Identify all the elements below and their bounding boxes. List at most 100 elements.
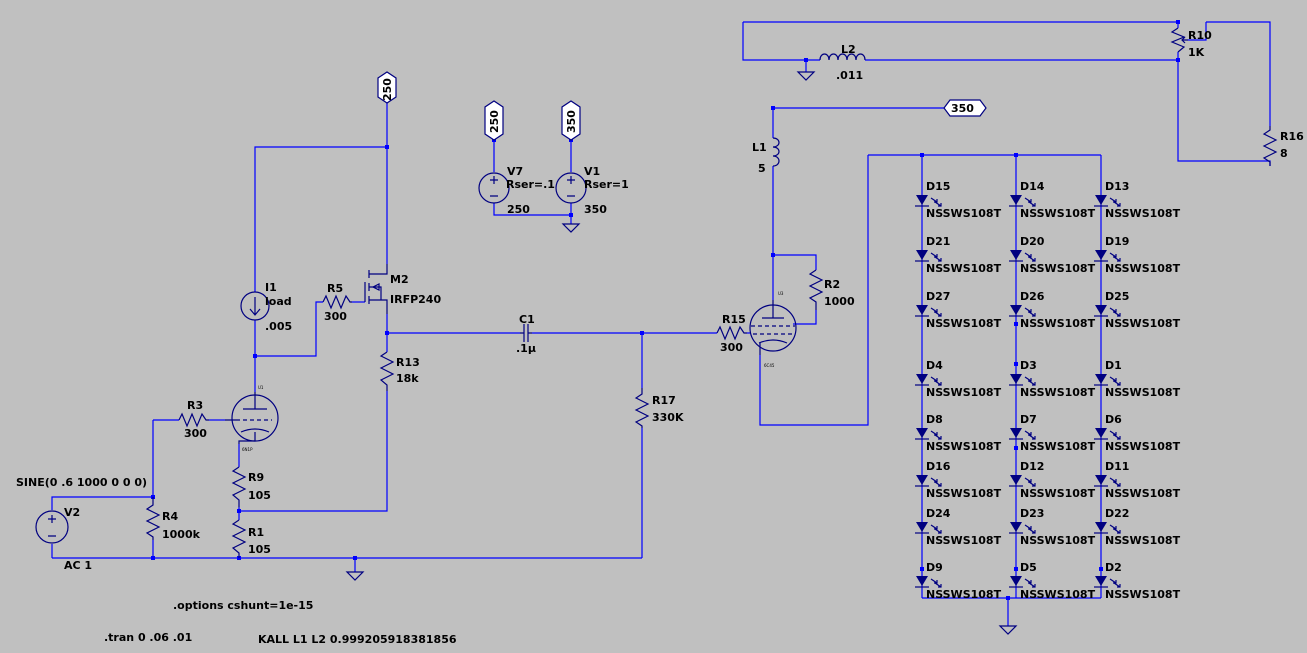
led-name: D7 [1020, 413, 1037, 426]
current-source-i1[interactable]: I1 load .005 [240, 281, 292, 333]
u1-tiny-label: U1 [258, 385, 264, 390]
net-flag-250-v7[interactable]: 250 [484, 100, 504, 141]
led-array: D15NSSWS108TD21NSSWS108TD27NSSWS108TD4NS… [915, 180, 1181, 601]
r4-name: R4 [162, 510, 178, 523]
led-model: NSSWS108T [926, 207, 1002, 220]
resistor-r1[interactable]: R1 105 [231, 519, 271, 558]
directive-options[interactable]: .options cshunt=1e-15 [173, 599, 313, 612]
triode-u1[interactable]: U1 6N1P [225, 385, 279, 452]
resistor-r15[interactable]: R15 300 [716, 313, 747, 354]
led-model: NSSWS108T [1105, 534, 1181, 547]
r10-value: 1K [1188, 46, 1205, 59]
directive-kall[interactable]: KALL L1 L2 0.999205918381856 [258, 633, 457, 646]
l1-value: 5 [758, 162, 766, 175]
resistor-r2[interactable]: R2 1000 [808, 269, 855, 310]
r15-name: R15 [722, 313, 746, 326]
led-model: NSSWS108T [926, 262, 1002, 275]
v1-name: V1 [584, 165, 600, 178]
led-model: NSSWS108T [1105, 317, 1181, 330]
resistor-r16[interactable]: R16 8 [1262, 126, 1304, 166]
led-name: D27 [926, 290, 950, 303]
led-name: D22 [1105, 507, 1129, 520]
led-model: NSSWS108T [1020, 534, 1096, 547]
inductor-l2[interactable]: L2 .011 [819, 43, 866, 82]
mosfet-m2[interactable]: M2 IRFP240 [364, 264, 441, 314]
r13-name: R13 [396, 356, 420, 369]
resistor-r4[interactable]: R4 1000k [145, 497, 201, 541]
net-flag-350-l1[interactable]: 350 [943, 99, 987, 117]
u3-model-tiny-label: 6C45 [764, 363, 775, 368]
pentode-u3[interactable]: U3 6C45 [749, 291, 797, 368]
r5-name: R5 [327, 282, 343, 295]
u1-model-tiny-label: 6N1P [242, 447, 253, 452]
voltage-source-v2[interactable]: SINE(0 .6 1000 0 0 0) V2 AC 1 [16, 476, 147, 572]
r9-name: R9 [248, 471, 264, 484]
r3-name: R3 [187, 399, 203, 412]
directive-tran[interactable]: .tran 0 .06 .01 [104, 631, 192, 644]
voltage-source-v7[interactable]: V7 Rser=.1 250 [478, 165, 555, 216]
led-model: NSSWS108T [1105, 487, 1181, 500]
r17-name: R17 [652, 394, 676, 407]
resistor-r13[interactable]: R13 18k [379, 351, 420, 391]
led-model: NSSWS108T [1105, 588, 1181, 601]
v2-name: V2 [64, 506, 80, 519]
led-name: D20 [1020, 235, 1045, 248]
resistor-r17[interactable]: R17 330K [634, 388, 684, 428]
u3-tiny-label: U3 [778, 291, 784, 296]
net-flag-250-m2[interactable]: 250 [377, 71, 397, 104]
net-label-text: 350 [565, 110, 578, 133]
led-name: D4 [926, 359, 943, 372]
r2-value: 1000 [824, 295, 855, 308]
resistor-r3[interactable]: R3 300 [178, 399, 209, 440]
inductor-l1[interactable]: L1 5 [752, 137, 780, 175]
led-model: NSSWS108T [1105, 207, 1181, 220]
led-model: NSSWS108T [1020, 207, 1096, 220]
r15-value: 300 [720, 341, 743, 354]
voltage-source-v1[interactable]: V1 Rser=1 350 [555, 165, 629, 216]
led-model: NSSWS108T [1020, 440, 1096, 453]
net-label-text: 350 [951, 102, 974, 115]
led-model: NSSWS108T [1020, 317, 1096, 330]
net-flag-350-v1[interactable]: 350 [561, 100, 581, 141]
r16-value: 8 [1280, 147, 1288, 160]
potentiometer-r10[interactable]: R10 1K [1170, 27, 1212, 59]
r2-name: R2 [824, 278, 840, 291]
resistor-r5[interactable]: R5 300 [322, 282, 352, 323]
led-model: NSSWS108T [926, 534, 1002, 547]
ground-symbol-leds [998, 625, 1018, 635]
led-model: NSSWS108T [1020, 588, 1096, 601]
net-label-text: 250 [381, 78, 394, 101]
r4-value: 1000k [162, 528, 201, 541]
led-model: NSSWS108T [1105, 386, 1181, 399]
r9-value: 105 [248, 489, 271, 502]
r1-name: R1 [248, 526, 264, 539]
led-name: D14 [1020, 180, 1045, 193]
capacitor-c1[interactable]: C1 .1µ [516, 313, 536, 355]
resistor-r9[interactable]: R9 105 [231, 466, 271, 507]
